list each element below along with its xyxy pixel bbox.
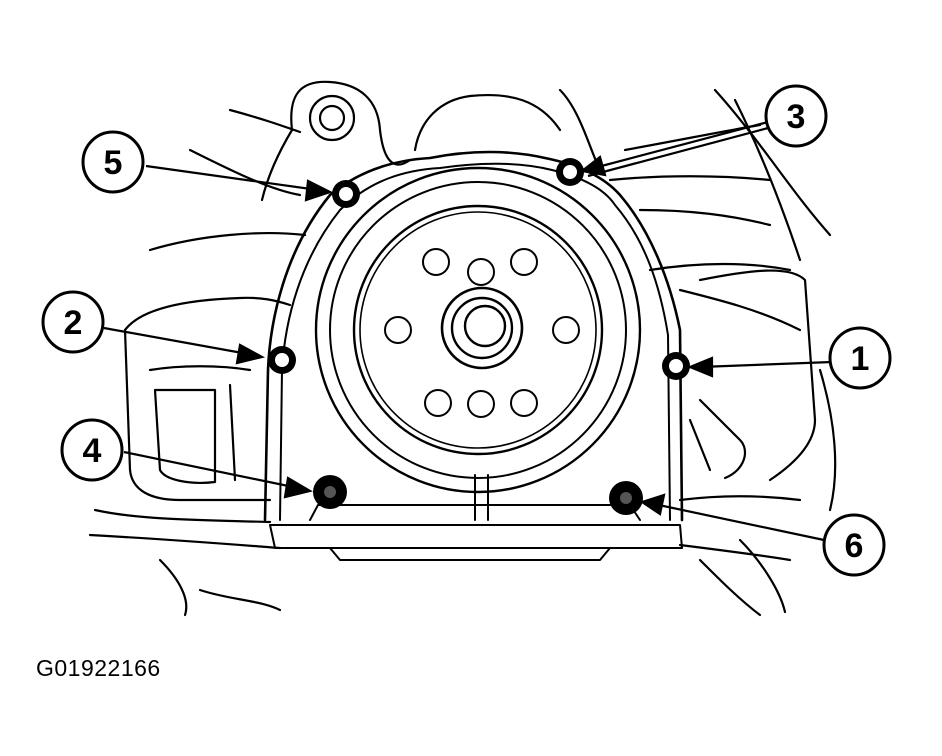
housing-bolts [268,158,690,515]
callout-1: 1 [828,326,892,390]
callout-2-label: 2 [64,304,83,342]
bolt-4 [313,475,347,509]
crankshaft-flange [314,166,642,494]
seal-housing [263,150,684,561]
callout-1-label: 1 [851,340,870,378]
bolt-1 [662,352,690,380]
leader-5 [145,164,319,192]
callout-2: 2 [41,290,105,354]
flange-bolt-holes [384,248,580,418]
leader-3b [587,126,769,178]
callout-3-label: 3 [787,98,806,136]
callout-6: 6 [822,513,886,577]
arrowhead-2 [235,343,266,365]
bolt-6 [609,481,643,515]
leader-6 [653,502,825,542]
leader-2 [103,326,249,356]
callout-5: 5 [81,130,145,194]
bolt-2 [268,346,296,374]
arrowhead-3 [579,155,607,177]
callout-4-label: 4 [83,432,102,470]
leader-4 [123,450,299,490]
engine-block-outline [88,80,837,617]
bolt-5 [332,180,360,208]
arrowhead-4 [283,476,313,499]
arrowhead-6 [639,493,666,516]
callout-5-label: 5 [104,144,123,182]
callout-3: 3 [764,84,828,148]
arrowhead-1 [687,356,714,378]
arrowhead-5 [304,179,333,202]
leader-3a [593,120,769,170]
bolt-3 [556,158,584,186]
callout-leaders [103,120,833,542]
figure-id: G01922166 [36,655,161,681]
leader-1 [699,360,833,369]
callout-4: 4 [60,418,124,482]
callout-6-label: 6 [845,527,864,565]
